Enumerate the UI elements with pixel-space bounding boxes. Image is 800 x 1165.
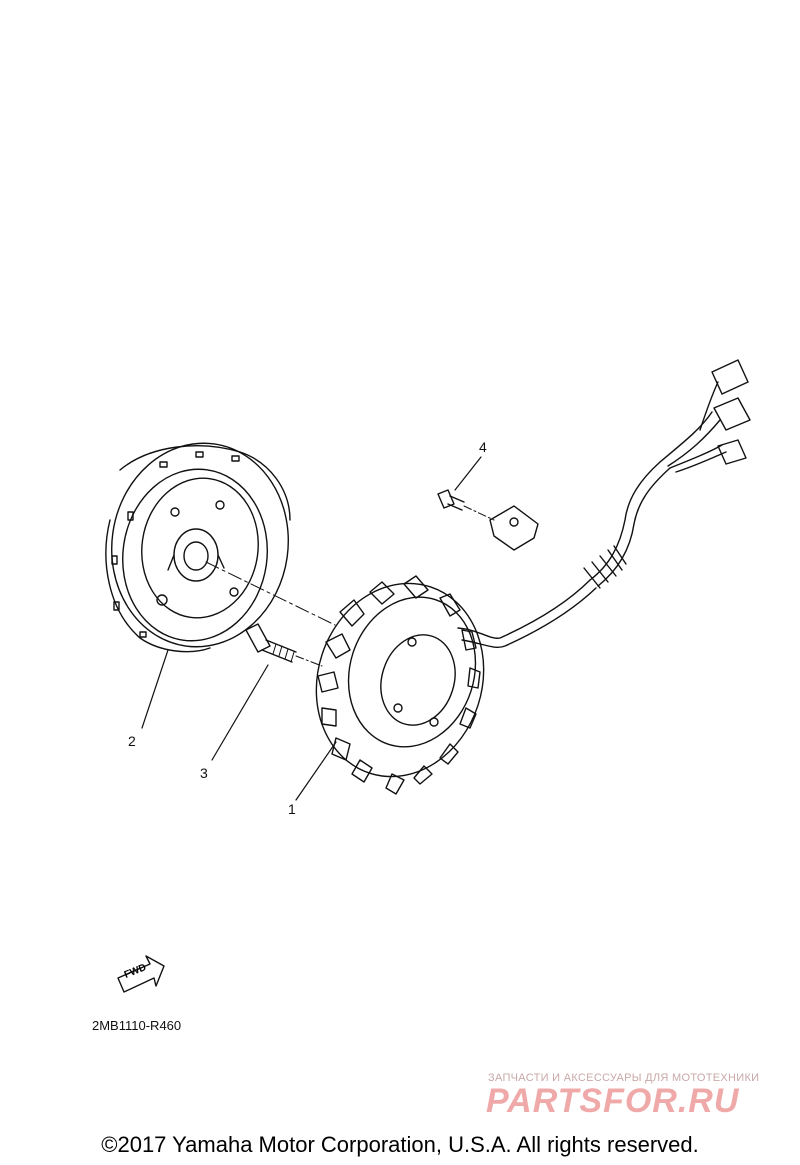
callout-2: 2 [128,733,136,749]
watermark-logo: PARTSFOR.RU [486,1082,740,1120]
bolt-part [211,623,323,761]
copyright-notice: ©2017 Yamaha Motor Corporation, U.S.A. A… [101,1132,699,1157]
wire-harness [583,359,751,589]
rotor-flywheel-part [105,442,291,729]
callout-1: 1 [288,801,296,817]
watermark-tagline: ЗАПЧАСТИ И АКСЕССУАРЫ ДЛЯ МОТОТЕХНИКИ [488,1072,760,1084]
fwd-arrow-icon [117,955,165,993]
screw-clamp-part [437,456,539,551]
diagram-part-code: 2MB1110-R460 [92,1018,182,1033]
callout-3: 3 [200,765,208,781]
stator-coil-part [295,575,597,801]
callout-4: 4 [479,439,487,455]
